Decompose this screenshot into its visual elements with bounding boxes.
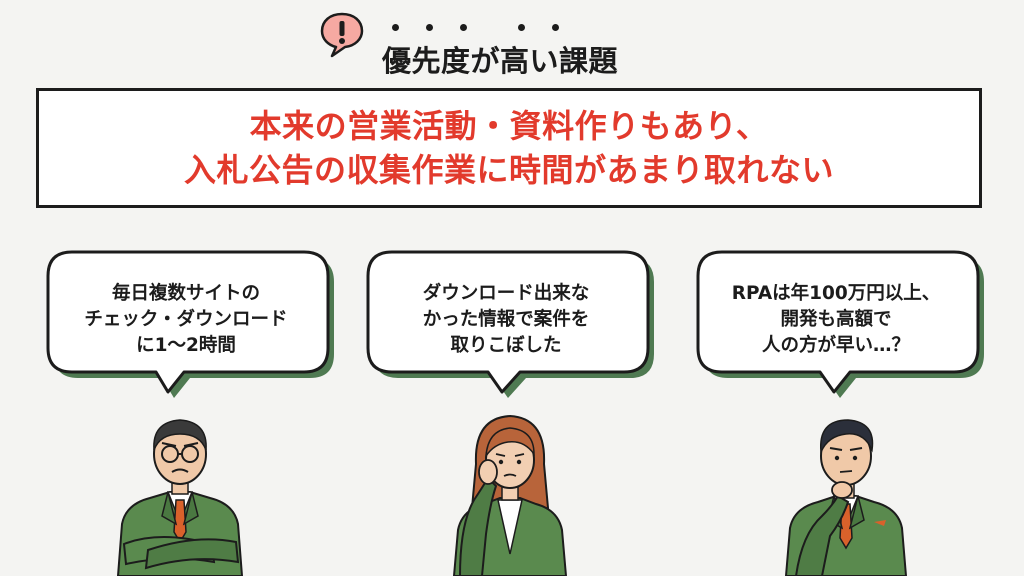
bubble-text: ダウンロード出来な かった情報で案件を 取りこぼした (370, 270, 642, 370)
headline-line-1: 本来の営業活動・資料作りもあり、 (249, 107, 769, 145)
speech-bubble-3: RPAは年100万円以上、 開発も高額で 人の方が早い…？ (686, 244, 1006, 404)
speech-bubble-shape (46, 250, 334, 398)
speech-bubble-2: ダウンロード出来な かった情報で案件を 取りこぼした (356, 244, 676, 404)
headline-line-2: 入札公告の収集作業に時間があまり取れない (183, 151, 834, 189)
bubble-line: チェック・ダウンロード (84, 309, 288, 330)
pondering-businessman-illustration (766, 404, 926, 576)
speech-bubble-1: 毎日複数サイトの チェック・ダウンロード に1〜2時間 (36, 244, 356, 404)
worried-older-businessman-illustration (100, 404, 260, 576)
bubble-line: に1〜2時間 (136, 335, 236, 356)
bubble-line: ダウンロード出来な (422, 283, 590, 304)
bubble-text: RPAは年100万円以上、 開発も高額で 人の方が早い…？ (700, 270, 972, 370)
bubble-line: RPAは年100万円以上、 (731, 283, 941, 304)
emphasis-dots (392, 24, 562, 32)
speech-bubble-shape (366, 250, 654, 398)
bubble-line: 開発も高額で (780, 309, 892, 330)
bubble-line: 毎日複数サイトの (111, 283, 260, 304)
troubled-businesswoman-illustration (430, 404, 590, 576)
bubble-line: 人の方が早い…？ (761, 335, 910, 356)
bubble-text: 毎日複数サイトの チェック・ダウンロード に1〜2時間 (50, 270, 322, 370)
bubble-line: 取りこぼした (450, 335, 562, 356)
headline-box: 本来の営業活動・資料作りもあり、 入札公告の収集作業に時間があまり取れない (36, 88, 982, 208)
exclamation-speech-icon (320, 12, 364, 58)
speech-bubble-shape (696, 250, 984, 398)
bubble-line: かった情報で案件を (422, 309, 590, 330)
page-title: 優先度が高い課題 (382, 44, 619, 78)
